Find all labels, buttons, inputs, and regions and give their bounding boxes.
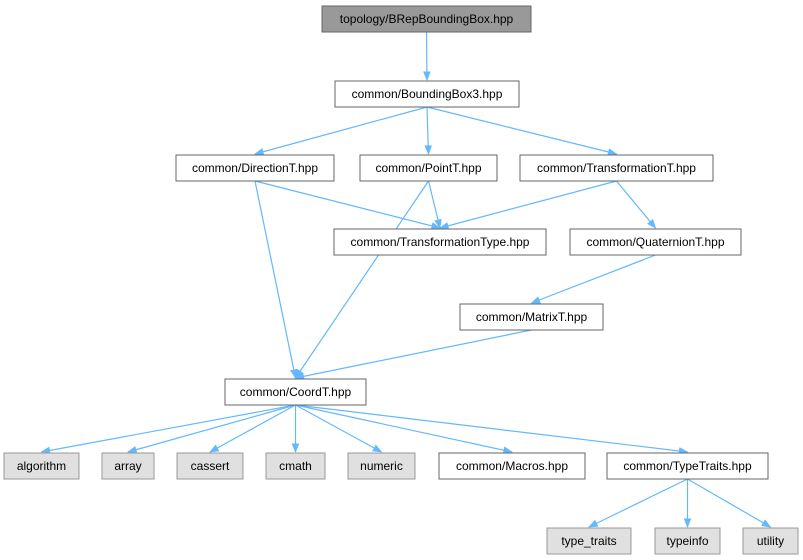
node-quaternion-label: common/QuaternionT.hpp xyxy=(586,235,724,249)
edge-bbox3-to-point xyxy=(424,106,433,155)
node-utility[interactable]: utility xyxy=(742,527,799,555)
node-direction[interactable]: common/DirectionT.hpp xyxy=(175,154,335,182)
node-algorithm[interactable]: algorithm xyxy=(3,452,80,480)
node-macros-label: common/Macros.hpp xyxy=(456,459,568,473)
node-root-label: topology/BRepBoundingBox.hpp xyxy=(340,12,514,26)
edge-direction-to-transformation-type xyxy=(254,180,441,230)
edge-matrix-to-coord xyxy=(294,329,532,381)
edge-bbox3-to-direction xyxy=(254,106,428,156)
edge-point-to-transformation-type xyxy=(427,180,442,229)
node-macros[interactable]: common/Macros.hpp xyxy=(438,452,586,480)
node-matrix[interactable]: common/MatrixT.hpp xyxy=(459,303,604,331)
node-numeric-label: numeric xyxy=(360,459,403,473)
edge-coord-to-cassert xyxy=(209,404,296,453)
node-root[interactable]: topology/BRepBoundingBox.hpp xyxy=(321,5,532,33)
node-transformation-type-label: common/TransformationType.hpp xyxy=(351,235,530,249)
node-point-label: common/PointT.hpp xyxy=(375,161,481,175)
edge-type-traits-hpp-to-type-traits xyxy=(588,478,688,528)
edge-coord-to-type-traits-hpp xyxy=(295,404,689,455)
node-transformation-type[interactable]: common/TransformationType.hpp xyxy=(333,228,547,256)
node-direction-label: common/DirectionT.hpp xyxy=(192,161,318,175)
edge-coord-to-numeric xyxy=(295,404,383,453)
edge-coord-to-macros xyxy=(295,404,513,454)
node-point[interactable]: common/PointT.hpp xyxy=(359,154,498,182)
edge-root-to-bbox3 xyxy=(423,31,431,81)
edge-transformation-to-quaternion xyxy=(616,180,657,229)
edges-layer xyxy=(40,31,772,528)
node-cassert-label: cassert xyxy=(191,459,230,473)
node-type-traits-label: type_traits xyxy=(561,534,616,548)
node-cassert[interactable]: cassert xyxy=(176,452,244,480)
node-coord[interactable]: common/CoordT.hpp xyxy=(224,378,367,406)
node-typeinfo[interactable]: typeinfo xyxy=(654,527,721,555)
node-typeinfo-label: typeinfo xyxy=(666,534,708,548)
edge-coord-to-array xyxy=(127,404,296,454)
node-bounding-box3[interactable]: common/BoundingBox3.hpp xyxy=(334,80,520,108)
node-matrix-label: common/MatrixT.hpp xyxy=(476,310,588,324)
edge-transformation-to-transformation-type xyxy=(439,180,617,230)
node-transformation-label: common/TransformationT.hpp xyxy=(537,161,696,175)
node-numeric[interactable]: numeric xyxy=(347,452,416,480)
edge-type-traits-hpp-to-utility xyxy=(687,478,772,528)
node-algorithm-label: algorithm xyxy=(17,459,66,473)
node-transformation[interactable]: common/TransformationT.hpp xyxy=(519,154,714,182)
node-bounding-box3-label: common/BoundingBox3.hpp xyxy=(352,87,503,101)
edge-point-to-coord xyxy=(294,180,429,379)
node-type-traits[interactable]: type_traits xyxy=(546,527,632,555)
node-utility-label: utility xyxy=(757,534,784,548)
edge-quaternion-to-matrix xyxy=(530,254,656,304)
node-type-traits-hpp-label: common/TypeTraits.hpp xyxy=(623,459,752,473)
edge-direction-to-coord xyxy=(254,180,298,379)
node-cmath[interactable]: cmath xyxy=(265,452,326,480)
node-type-traits-hpp[interactable]: common/TypeTraits.hpp xyxy=(606,452,769,480)
node-array[interactable]: array xyxy=(101,452,155,480)
node-array-label: array xyxy=(114,459,141,473)
node-cmath-label: cmath xyxy=(279,459,312,473)
node-coord-label: common/CoordT.hpp xyxy=(240,385,352,399)
edge-bbox3-to-transformation xyxy=(426,106,618,156)
edge-coord-to-algorithm xyxy=(40,404,296,455)
node-quaternion[interactable]: common/QuaternionT.hpp xyxy=(569,228,742,256)
